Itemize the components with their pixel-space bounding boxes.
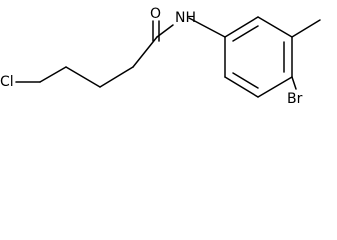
- ring-bond-4: [257, 76, 293, 98]
- ring-inner-bond-3: [232, 72, 259, 89]
- bond-nh-ring: [188, 17, 226, 38]
- bond-c4-carbonyl: [132, 36, 158, 68]
- bromine-label: Br: [287, 91, 303, 107]
- ring-bond-5: [224, 76, 259, 98]
- ring-bond-1: [224, 16, 259, 38]
- nitrogen-hydrogen-label: NH: [175, 10, 196, 26]
- oxygen-label: O: [150, 6, 161, 22]
- ring-inner-bond-1: [232, 25, 259, 42]
- bond-c1-c2: [39, 66, 67, 83]
- bond-carbonyl-nh: [156, 24, 174, 38]
- bond-methyl: [291, 19, 321, 38]
- bond-bromo: [291, 76, 297, 90]
- ring-bond-2: [257, 16, 293, 38]
- structure-svg: O NH Cl Br: [0, 6, 321, 107]
- chemical-structure-diagram: O NH Cl Br: [0, 0, 337, 107]
- chlorine-label: Cl: [0, 74, 14, 90]
- bond-c3-c4: [99, 66, 134, 88]
- bond-c2-c3: [65, 66, 101, 88]
